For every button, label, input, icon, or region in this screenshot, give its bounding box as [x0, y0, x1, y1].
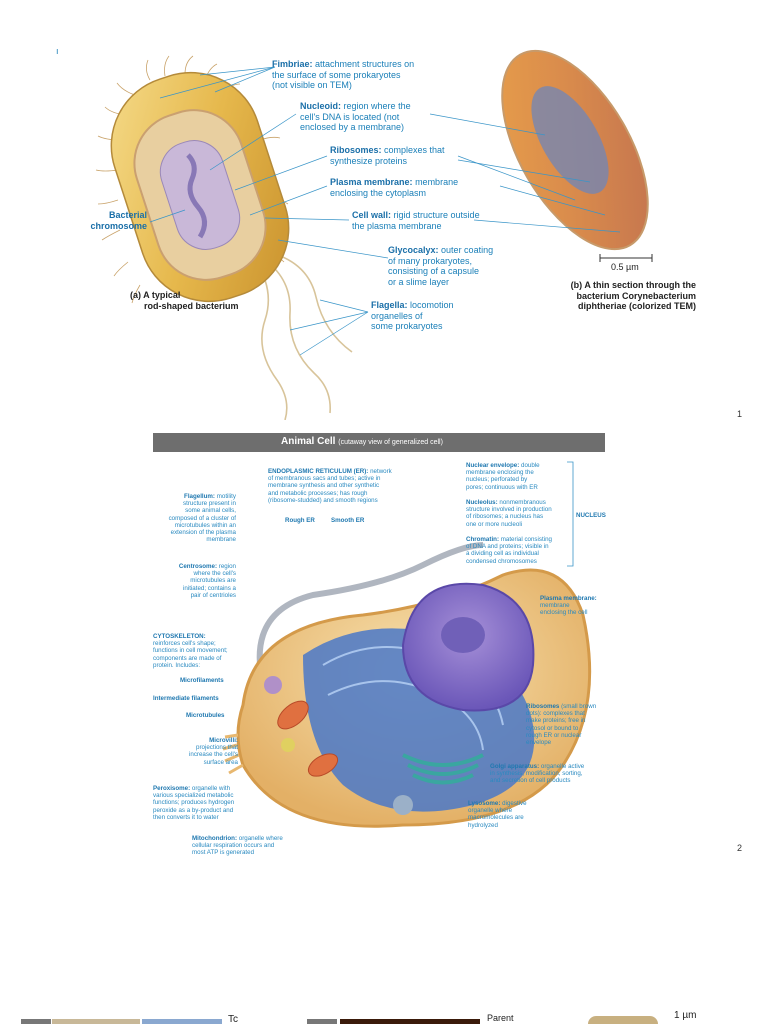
- bottom-scale-label: 1 µm: [674, 1010, 697, 1021]
- peroxisome-label: Peroxisome: organelle with various speci…: [153, 785, 235, 821]
- golgi-label: Golgi apparatus: organelle active in syn…: [490, 763, 585, 785]
- smooth-er-label: Smooth ER: [331, 517, 365, 524]
- nucleoid-label: Nucleoid: region where the cell's DNA is…: [300, 101, 411, 132]
- lysosome: [393, 795, 413, 815]
- bottom-image-5: [340, 1019, 480, 1024]
- glycocalyx-label: Glycocalyx: outer coating of many prokar…: [388, 245, 494, 287]
- flagellum-label: Flagellum: motility structure present in…: [168, 493, 236, 544]
- leader-lines: [149, 66, 621, 356]
- cytoskeleton-label: CYTOSKELETON:reinforces cell's shape; fu…: [153, 633, 228, 669]
- intermediate-filaments-label: Intermediate filaments: [153, 695, 219, 702]
- microvilli-label: Microvilli:projections that increase the…: [189, 737, 238, 766]
- bottom-image-2: [52, 1019, 140, 1024]
- mitochondrion: [277, 700, 309, 730]
- page-number-2: 2: [737, 843, 743, 853]
- nucleus-label: NUCLEUS: [576, 512, 606, 519]
- bottom-image-6: [588, 1016, 658, 1024]
- ribosomes-cell-label: Ribosomes (small brown dots): complexes …: [526, 703, 597, 747]
- nucleolus-label: Nucleolus: nonmembranous structure invol…: [466, 499, 552, 528]
- ribosomes-label: Ribosomes: complexes that synthesize pro…: [330, 145, 445, 166]
- mitochondrion: [307, 753, 339, 777]
- bottom-partial-text: Tc: [228, 1014, 238, 1025]
- microfilaments-label: Microfilaments: [180, 677, 224, 684]
- cell-wall-label: Cell wall: rigid structure outside the p…: [352, 210, 480, 231]
- chromatin-label: Chromatin: material consisting of DNA an…: [466, 536, 552, 565]
- parent-label: Parent: [487, 1013, 514, 1023]
- peroxisome: [264, 676, 282, 694]
- fimbriae-label: Fimbriae: attachment structures on the s…: [272, 59, 415, 90]
- corner-mark: ı: [56, 46, 59, 56]
- flagella: [254, 251, 353, 420]
- rough-er-label: Rough ER: [285, 517, 315, 524]
- tem-nucleoid: [531, 86, 609, 194]
- microvilli: [222, 733, 244, 775]
- bottom-image-3: [142, 1019, 222, 1024]
- bottom-image-1: [21, 1019, 51, 1024]
- page-number-1: 1: [737, 409, 743, 419]
- animal-cell-illustration: [222, 542, 592, 828]
- er-label: ENDOPLASMIC RETICULUM (ER): network of m…: [268, 468, 392, 504]
- cytoplasm: [159, 140, 241, 250]
- nucleolus: [441, 617, 485, 653]
- bottom-image-4: [307, 1019, 337, 1024]
- microtubules-label: Microtubules: [186, 712, 225, 719]
- scale-label: 0.5 µm: [611, 262, 639, 272]
- plasma-membrane-label: Plasma membrane: membrane enclosing the …: [330, 177, 459, 198]
- centrosome: [281, 738, 295, 752]
- figure-title: Animal Cell (cutaway view of generalized…: [153, 433, 605, 452]
- prokaryote-illustration: [95, 49, 653, 420]
- mitochondrion-label: Mitochondrion: organelle where cellular …: [192, 835, 283, 857]
- bacterial-chromosome: [186, 153, 207, 239]
- nuclear-envelope-label: Nuclear envelope: double membrane enclos…: [466, 462, 540, 491]
- nucleus-bracket: [567, 461, 574, 567]
- flagellum: [256, 542, 484, 717]
- golgi-apparatus: [402, 753, 484, 785]
- plasma-membrane-cell-label: Plasma membrane:membrane enclosing the c…: [540, 595, 597, 617]
